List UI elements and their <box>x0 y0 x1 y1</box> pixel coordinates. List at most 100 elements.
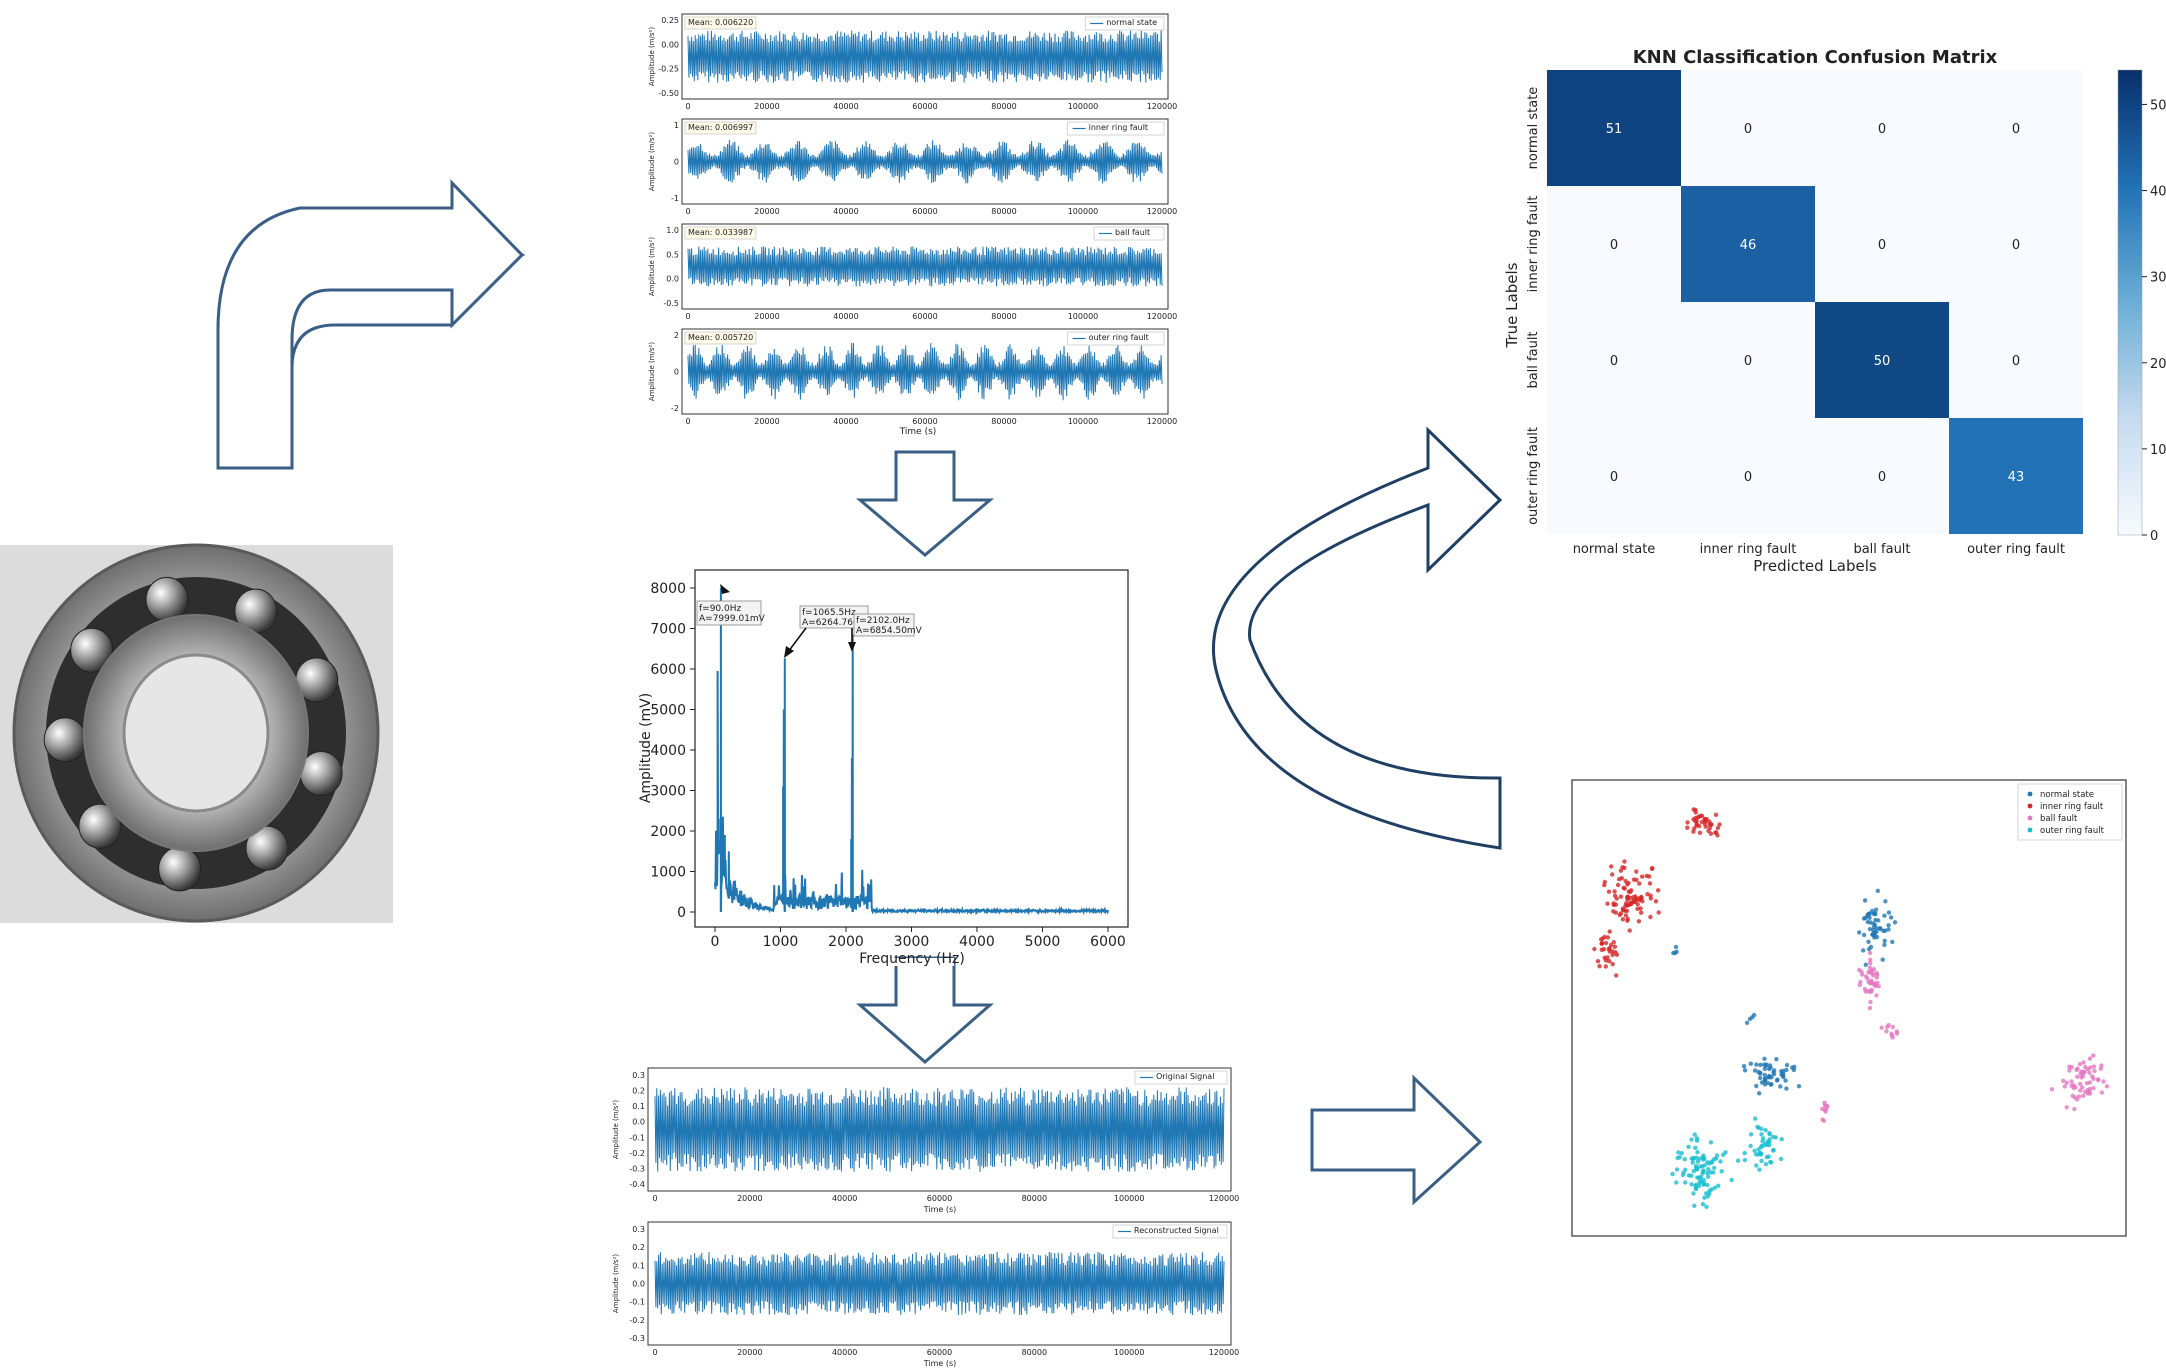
tsne-point <box>1868 944 1874 950</box>
tsne-point <box>1784 1067 1789 1073</box>
tsne-point <box>2087 1080 2093 1085</box>
spectrum-y-tick: 5000 <box>650 703 686 719</box>
tsne-point <box>1609 864 1614 869</box>
tsne-point <box>1790 1065 1795 1070</box>
tsne-point <box>1882 913 1887 918</box>
tsne-point <box>1689 1156 1695 1161</box>
tsne-point <box>1759 1132 1764 1137</box>
tsne-point <box>1638 906 1643 911</box>
tsne-point <box>1874 970 1879 976</box>
tsne-point <box>2081 1069 2087 1075</box>
tsne-point <box>1685 820 1690 825</box>
tsne-point <box>1656 910 1661 915</box>
y-tick-label: -0.25 <box>658 65 679 74</box>
tsne-point <box>1883 899 1888 904</box>
tsne-point <box>1894 1029 1900 1034</box>
cm-cell-value: 46 <box>1740 238 1757 253</box>
y-tick-label: -0.2 <box>629 1149 645 1158</box>
tsne-point <box>1867 1005 1873 1011</box>
cm-cell-value: 0 <box>1610 354 1618 369</box>
tsne-point <box>1857 982 1863 988</box>
x-tick-label: 40000 <box>833 102 858 111</box>
cm-cell <box>1547 418 1681 534</box>
tsne-legend-label: outer ring fault <box>2040 826 2105 836</box>
x-tick-label: 100000 <box>1068 312 1099 321</box>
tsne-point <box>1686 1144 1691 1150</box>
y-axis-label: Amplitude (m/s²) <box>648 27 656 86</box>
tsne-point <box>1784 1062 1790 1068</box>
tsne-point <box>1700 1202 1706 1207</box>
tsne-point <box>1871 921 1876 926</box>
tsne-point <box>1703 819 1708 824</box>
tsne-point <box>1691 807 1696 812</box>
tsne-point <box>1690 1160 1695 1165</box>
tsne-point <box>1623 913 1629 918</box>
legend-marker <box>2027 791 2033 797</box>
tsne-point <box>1625 918 1630 923</box>
cm-cell <box>1681 418 1815 534</box>
tsne-point <box>2064 1080 2069 1086</box>
tsne-point <box>1701 1157 1706 1162</box>
reconstructed-x-label: Time (s) <box>923 1359 957 1368</box>
cm-cell <box>1815 418 1949 534</box>
tsne-point <box>1682 1157 1688 1162</box>
spectrum-x-tick: 4000 <box>959 934 995 950</box>
tsne-point <box>1683 1167 1688 1173</box>
tsne-point <box>1680 1172 1686 1178</box>
x-tick-label: 60000 <box>927 1194 952 1203</box>
tsne-point <box>1709 1187 1714 1192</box>
tsne-point <box>1679 1151 1684 1156</box>
y-axis-label: Amplitude (m/s²) <box>648 132 656 191</box>
y-tick-label: 1 <box>674 121 679 130</box>
tsne-point <box>1758 1070 1763 1076</box>
tsne-point <box>1759 1158 1764 1164</box>
tsne-point <box>1611 901 1616 906</box>
x-tick-label: 100000 <box>1068 207 1099 216</box>
tsne-point <box>1867 970 1873 975</box>
tsne-point <box>1742 1068 1748 1073</box>
y-tick-label: 0 <box>674 368 679 377</box>
tsne-point <box>1689 1182 1694 1187</box>
tsne-point <box>1880 957 1885 962</box>
tsne-point <box>2061 1078 2066 1084</box>
tsne-point <box>2104 1084 2110 1089</box>
tsne-point <box>1606 889 1612 894</box>
raw-panel-4-waveform <box>687 342 1163 401</box>
tsne-point <box>1618 911 1624 916</box>
y-tick-label: 0.0 <box>632 1280 645 1289</box>
y-tick-label: 0 <box>674 158 679 167</box>
legend-label: ball fault <box>1115 228 1150 237</box>
spectrum-line <box>714 587 1109 916</box>
y-tick-label: -2 <box>671 404 679 413</box>
tsne-point <box>1705 1160 1710 1165</box>
tsne-point <box>1595 959 1601 964</box>
mean-label: Mean: 0.006220 <box>688 18 753 27</box>
tsne-point <box>1888 915 1894 920</box>
y-tick-label: -0.3 <box>629 1164 645 1173</box>
cm-x-tick: ball fault <box>1853 542 1910 557</box>
tsne-point <box>1820 1106 1825 1112</box>
tsne-point <box>1705 1170 1710 1176</box>
y-tick-label: 0.00 <box>661 40 679 49</box>
tsne-point <box>1696 1175 1702 1180</box>
tsne-point <box>2085 1087 2090 1093</box>
reconstructed-signal-panel-waveform <box>654 1251 1225 1316</box>
tsne-point <box>1692 1132 1697 1137</box>
spectrum-y-tick: 1000 <box>650 865 686 881</box>
cm-cell <box>1681 70 1815 186</box>
x-tick-label: 60000 <box>912 312 937 321</box>
tsne-point <box>1890 939 1895 945</box>
tsne-point <box>1697 1183 1702 1189</box>
tsne-point <box>1637 881 1642 886</box>
cm-cell <box>1815 70 1949 186</box>
tsne-point <box>1870 932 1875 937</box>
x-tick-label: 120000 <box>1147 207 1178 216</box>
tsne-point <box>1735 1158 1741 1163</box>
y-tick-label: -0.50 <box>658 89 679 98</box>
tsne-point <box>1742 1150 1747 1156</box>
tsne-point <box>1824 1103 1829 1109</box>
tsne-point <box>2080 1085 2085 1090</box>
tsne-point <box>1753 1116 1758 1121</box>
tsne-point <box>1871 967 1877 972</box>
tsne-point <box>2062 1084 2067 1089</box>
